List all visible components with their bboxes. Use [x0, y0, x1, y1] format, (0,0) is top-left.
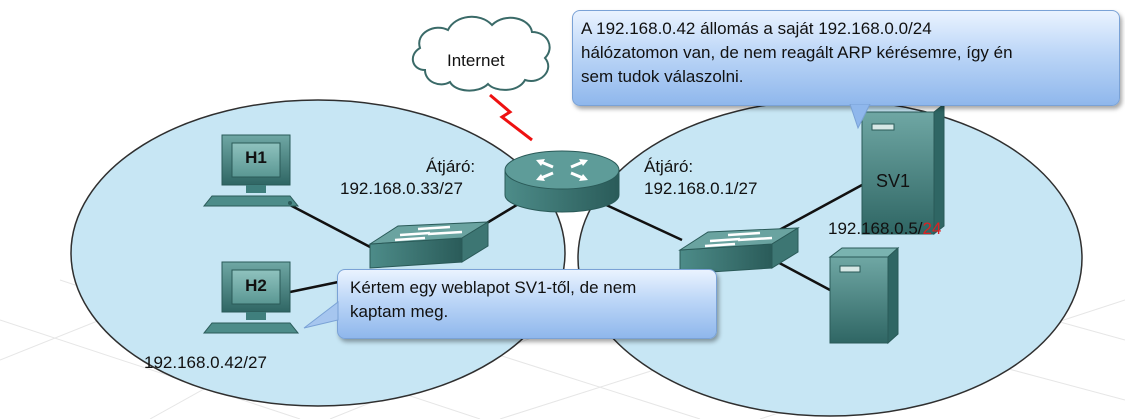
- wan-link-icon: [489, 93, 533, 142]
- server-callout-tail: [849, 104, 871, 130]
- link-h1-switch: [289, 203, 373, 250]
- host-callout-tail: [303, 300, 339, 329]
- server-sv1-label: SV1: [876, 171, 911, 191]
- host-h1-label: H1: [245, 148, 267, 167]
- switch-right-icon: [678, 227, 800, 275]
- host-callout: Kértem egy weblapot SV1-től, de nem kapt…: [337, 269, 717, 339]
- server-callout-line2: hálózatomon van, de nem reagált ARP kéré…: [581, 43, 1013, 62]
- switch-left-icon: [368, 221, 490, 269]
- server-callout-line3: sem tudok válaszolni.: [581, 67, 744, 86]
- gateway-left-ip: 192.168.0.33/27: [340, 179, 463, 198]
- link-router-right-switch: [601, 201, 683, 242]
- server-sv1-ip: 192.168.0.5/24: [828, 218, 941, 240]
- internet-label: Internet: [447, 51, 505, 70]
- host-h1-computer-icon: [202, 134, 300, 207]
- server-2-icon: [828, 246, 900, 345]
- host-h2-computer-icon: [202, 261, 300, 334]
- host-h2-label: H2: [245, 276, 267, 295]
- gateway-right-ip: 192.168.0.1/27: [644, 179, 758, 198]
- gateway-right-title: Átjáró:: [644, 157, 694, 176]
- internet-cloud-icon: [411, 15, 551, 92]
- host-callout-line2: kaptam meg.: [350, 302, 449, 321]
- server-callout-line1: A 192.168.0.42 állomás a saját 192.168.0…: [581, 19, 932, 38]
- gateway-left-title: Átjáró:: [426, 157, 476, 176]
- server-sv1-ip-prefix: 192.168.0.5/: [828, 219, 923, 238]
- server-sv1-ip-mask: 24: [922, 219, 942, 238]
- host-h2-ip: 192.168.0.42/27: [144, 353, 267, 372]
- server-sv1-icon: [861, 102, 945, 236]
- host-callout-line1: Kértem egy weblapot SV1-től, de nem: [350, 278, 637, 297]
- link-switch-sv1: [769, 183, 863, 237]
- server-callout: A 192.168.0.42 állomás a saját 192.168.0…: [572, 10, 1120, 106]
- router-icon: [504, 150, 620, 213]
